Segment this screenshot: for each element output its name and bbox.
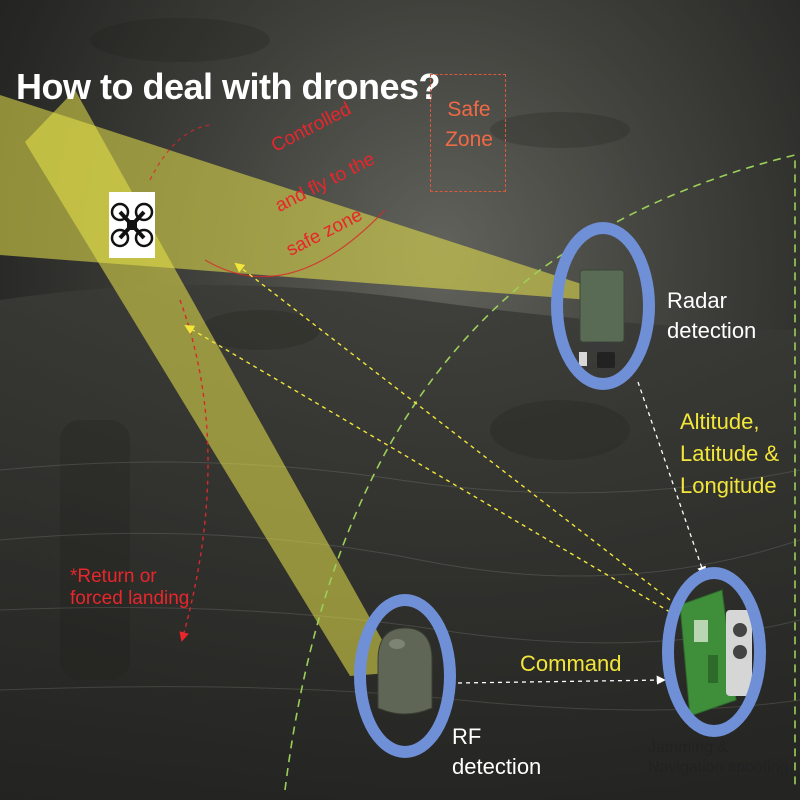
return-landing-label: *Return or forced landing [70,566,189,610]
radar-line-1: Radar [667,288,727,313]
return-line-2: forced landing [70,588,190,609]
coordinates-line-1: Altitude, [680,409,760,434]
controlled-arc-arrow [204,209,386,278]
coordinates-label: Altitude, Latitude & Longitude [680,406,779,502]
safe-zone-label: Safe Zone [445,98,493,151]
detection-boundary [284,153,796,791]
rf-ring [354,594,456,758]
jamming-label: Jamming & Navigation spoofing [648,738,789,778]
command-label: Command [520,651,622,676]
command-arrow [457,675,666,685]
coordinates-line-2: Latitude & [680,441,780,466]
return-line-1: *Return or [70,566,157,587]
coordinates-arrow [637,381,706,576]
jam-arrow-upper [234,262,671,601]
jamming-line-1: Jamming & [648,739,729,756]
rf-label: RF detection [452,722,541,782]
jammer-ring [662,567,766,737]
jamming-line-2: Navigation spoofing [648,759,789,776]
radar-line-2: detection [667,318,757,343]
rf-line-1: RF [452,724,482,749]
drone-icon [109,192,155,258]
rf-line-2: detection [452,754,542,779]
jam-arrow-lower [184,325,671,613]
page-title: How to deal with drones? [16,66,441,107]
radar-label: Radar detection [667,286,756,346]
coordinates-line-3: Longitude [680,473,777,498]
controlled-arc-top [149,124,211,181]
return-arc-arrow [179,299,209,642]
radar-ring [551,222,655,390]
safe-zone-box: Safe Zone [430,74,506,192]
